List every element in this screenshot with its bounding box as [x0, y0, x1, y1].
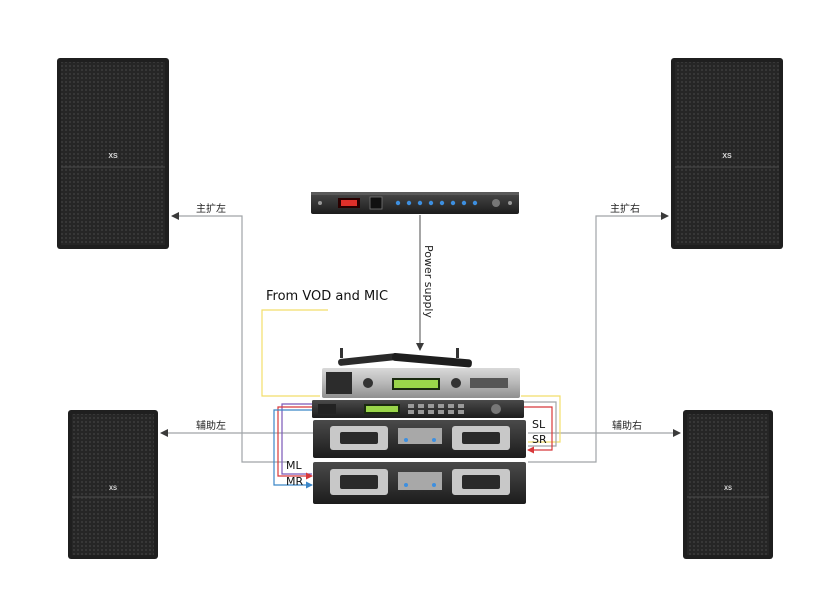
label-main-right: 主扩右 [610, 202, 640, 215]
wireless-microphones [338, 348, 472, 368]
power-sequencer [311, 192, 519, 214]
label-source: From VOD and MIC [266, 289, 388, 304]
label-main-left: 主扩左 [196, 202, 226, 215]
label-aux-left: 辅助左 [196, 419, 226, 432]
label-aux-right: 辅助右 [612, 419, 642, 432]
equipment-rack [312, 348, 526, 504]
speaker-main-left: XS [57, 58, 169, 249]
power-amplifier-2 [313, 462, 526, 504]
label-sl: SL [532, 418, 546, 431]
label-power-supply: Power supply [422, 245, 435, 318]
speaker-aux-left: XS [68, 410, 158, 559]
speaker-logo: XS [108, 153, 118, 160]
speaker-logo: XS [109, 486, 117, 492]
wiring [160, 212, 681, 489]
label-mr: MR [286, 475, 303, 488]
label-ml: ML [286, 459, 302, 472]
wireless-receiver [322, 368, 520, 398]
power-amplifier-1 [313, 420, 526, 458]
speaker-main-right: XS [671, 58, 783, 249]
speaker-logo: XS [724, 486, 732, 492]
speaker-aux-right: XS [683, 410, 773, 559]
label-sr: SR [532, 433, 547, 446]
speaker-logo: XS [722, 153, 732, 160]
dsp-processor [312, 400, 524, 418]
